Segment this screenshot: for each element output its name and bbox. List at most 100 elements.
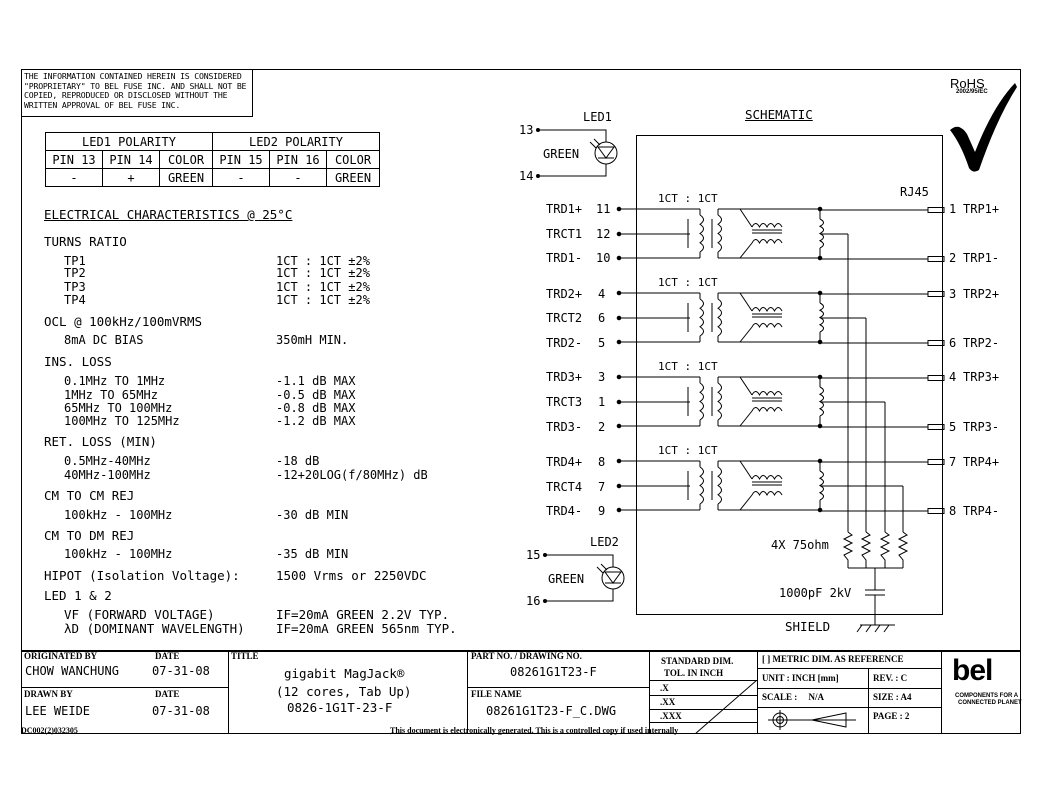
file-name: 08261G1T23-F_C.DWG [486,704,617,718]
ground-hatch [865,624,872,633]
cm-dm-value: -35 dB MIN [276,547,349,561]
left-pin-number: 8 [598,455,606,469]
primary-coil [699,298,704,337]
title-label: TITLE [231,651,259,661]
right-pin-name: TRP2- [963,336,1000,350]
doc-code: DC002(2)032305 [21,726,78,735]
resistor-label: 4X 75ohm [771,538,829,552]
trace [739,292,753,312]
choke-coil [751,239,783,245]
tolerance-diagonal [694,680,757,734]
ground-hatch [874,624,881,633]
titleblock-divider [467,650,468,734]
originated-by-label: ORIGINATED BY [24,651,98,661]
primary-coil [699,382,704,421]
left-pin-number: 3 [598,370,606,384]
ratio-label: 1CT : 1CT [658,360,718,373]
trace [739,326,753,343]
ins-value: -0.5 dB MAX [276,388,356,402]
bel-logo: bel [952,654,993,687]
capacitor-label: 1000pF 2kV [779,586,852,600]
col-header: PIN 16 [269,150,327,169]
tol-x: .X [660,683,669,693]
ins-value: -1.2 dB MAX [276,414,356,428]
right-pin-number: 6 [949,336,957,350]
trace [739,494,753,511]
titleblock-divider [650,709,757,710]
led1-green-label: GREEN [543,147,580,161]
rj45-contact [927,207,945,213]
pin-15-label: 15 [526,548,541,562]
led-polarity-table: LED1 POLARITY LED2 POLARITY PIN 13 PIN 1… [45,132,380,187]
tol-xx: .XX [660,697,676,707]
right-pin-name: TRP3- [963,420,1000,434]
choke-coil [751,407,783,413]
titleblock-divider [649,650,650,734]
ratio-label: 1CT : 1CT [658,444,718,457]
cm-cm-freq: 100kHz - 100MHz [64,508,173,522]
rj45-contact [927,375,945,381]
cm-dm-freq: 100kHz - 100MHz [64,547,173,561]
trace [739,410,753,427]
titleblock-divider [941,650,942,734]
termination-resistor [842,531,854,568]
right-pin-number: 5 [949,420,957,434]
left-pin-number: 6 [598,311,606,325]
choke-coil [751,491,783,497]
tp1-value: 1CT : 1CT ±2% [276,254,370,268]
right-pin-number: 2 [949,251,957,265]
tol-xxx: .XXX [660,711,682,721]
titleblock-divider [757,688,941,689]
trace [739,208,753,228]
projection-symbol-icon [768,710,856,730]
vf-value: IF=20mA GREEN 2.2V TYP. [276,607,450,622]
tp1-label: TP1 [64,254,86,268]
ret-value: -12+20LOG(f/80MHz) dB [276,468,428,482]
rj45-contact [927,256,945,262]
left-pin-number: 5 [598,336,606,350]
left-pin-name: TRD3- [546,420,583,434]
left-pin-name: TRD2- [546,336,583,350]
elec-title: ELECTRICAL CHARACTERISTICS @ 25°C [44,207,293,222]
ground-hatch [883,624,890,633]
right-pin-number: 1 [949,202,957,216]
ret-loss-label: RET. LOSS (MIN) [44,434,157,449]
pin-14-label: 14 [519,169,534,183]
page-number: PAGE : 2 [873,711,910,721]
left-pin-name: TRCT3 [546,395,583,409]
ins-freq: 65MHz TO 100MHz [64,401,173,415]
ocl-label: OCL @ 100kHz/100mVRMS [44,314,203,329]
left-pin-number: 7 [598,480,606,494]
tp4-label: TP4 [64,293,86,307]
left-pin-name: TRD1- [546,251,583,265]
ld-label: λD (DOMINANT WAVELENGTH) [64,621,245,636]
left-pin-number: 1 [598,395,606,409]
hipot-label: HIPOT (Isolation Voltage): [44,568,240,583]
titleblock-divider [21,687,228,688]
ld-value: IF=20mA GREEN 565nm TYP. [276,621,457,636]
cm-cm-value: -30 dB MIN [276,508,349,522]
trace [739,242,753,259]
tolerance-label: TOL. IN INCH [664,668,724,678]
titleblock-divider [228,650,229,734]
drawing-frame [21,69,1021,734]
titleblock-divider [650,722,757,723]
trace [739,460,753,480]
hipot-value: 1500 Vrms or 2250VDC [276,568,427,583]
titleblock-divider [757,650,758,734]
revision: REV. : C [873,673,908,683]
ins-freq: 1MHz TO 65MHz [64,388,158,402]
ratio-label: 1CT : 1CT [658,192,718,205]
ins-value: -0.8 dB MAX [276,401,356,415]
part-number-label: PART NO. / DRAWING NO. [471,651,582,661]
metric-note: [ ] METRIC DIM. AS REFERENCE [762,654,904,664]
ocl-value: 350mH MIN. [276,333,349,347]
led2-diode-icon [543,553,625,603]
proprietary-notice: THE INFORMATION CONTAINED HEREIN IS CONS… [21,69,253,117]
choke-coil [751,323,783,329]
right-pin-name: TRP2+ [963,287,1000,301]
ins-freq: 0.1MHz TO 1MHz [64,374,166,388]
cell: - [212,168,270,187]
left-pin-name: TRD2+ [546,287,583,301]
cm-cm-label: CM TO CM REJ [44,488,135,503]
